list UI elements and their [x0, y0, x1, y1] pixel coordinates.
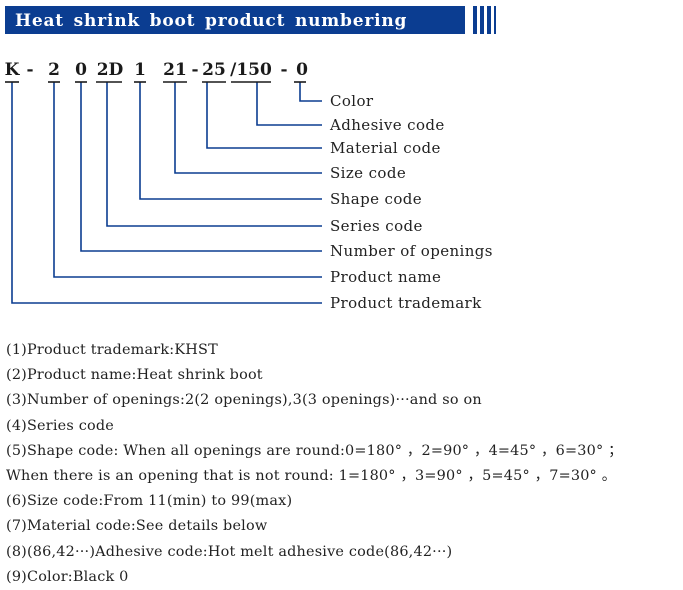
note-line: (6)Size code:From 11(min) to 99(max) [6, 493, 293, 510]
connector-adhesive-code [256, 82, 322, 126]
code-dash: - [191, 60, 199, 80]
code-part-adhesive: /150 [230, 60, 272, 80]
note-line: (3)Number of openings:2(2 openings),3(3 … [6, 392, 482, 409]
code-dash: - [26, 60, 34, 80]
label-color: Color [330, 92, 374, 110]
code-part-product-name: 2 [48, 60, 60, 80]
label-product-name: Product name [330, 268, 442, 286]
note-line: (2)Product name:Heat shrink boot [6, 367, 263, 384]
connector-number-of-openings [80, 82, 322, 252]
connector-material-code [206, 82, 322, 149]
note-line: (7)Material code:See details below [6, 518, 268, 535]
note-line: (5)Shape code: When all openings are rou… [6, 442, 623, 459]
label-shape-code: Shape code [330, 190, 423, 208]
label-adhesive-code: Adhesive code [330, 116, 445, 134]
connector-color [299, 82, 322, 102]
note-line: (4)Series code [6, 417, 114, 434]
note-line: (9)Color:Black 0 [6, 568, 129, 585]
connector-shape-code [139, 82, 322, 200]
label-size-code: Size code [330, 164, 407, 182]
code-part-material: 25 [202, 60, 226, 80]
numbering-rules-notes: (1)Product trademark:KHST (2)Product nam… [6, 338, 623, 590]
code-part-shape: 1 [134, 60, 146, 80]
note-line: (1)Product trademark:KHST [6, 342, 218, 358]
label-number-of-openings: Number of openings [330, 242, 493, 260]
label-product-trademark: Product trademark [330, 294, 482, 312]
code-part-color: 0 [296, 60, 308, 80]
connector-product-name [53, 82, 322, 278]
code-part-trademark: K [4, 60, 20, 80]
title-banner: Heat shrink boot product numbering rules [5, 6, 465, 61]
label-series-code: Series code [330, 217, 423, 235]
code-part-openings: 0 [75, 60, 87, 80]
code-part-size: 21 [163, 60, 187, 80]
connector-series-code [106, 82, 322, 227]
note-line: (8)(86,42···)Adhesive code:Hot melt adhe… [6, 543, 453, 560]
connector-product-trademark [11, 82, 322, 304]
code-part-series: 2D [96, 60, 124, 80]
code-dash: - [280, 60, 288, 80]
note-line: When there is an opening that is not rou… [6, 467, 617, 484]
connector-size-code [174, 82, 322, 174]
label-material-code: Material code [330, 139, 441, 157]
code-breakdown-diagram [5, 81, 322, 304]
page-title: Heat shrink boot product numbering rules [15, 11, 408, 61]
